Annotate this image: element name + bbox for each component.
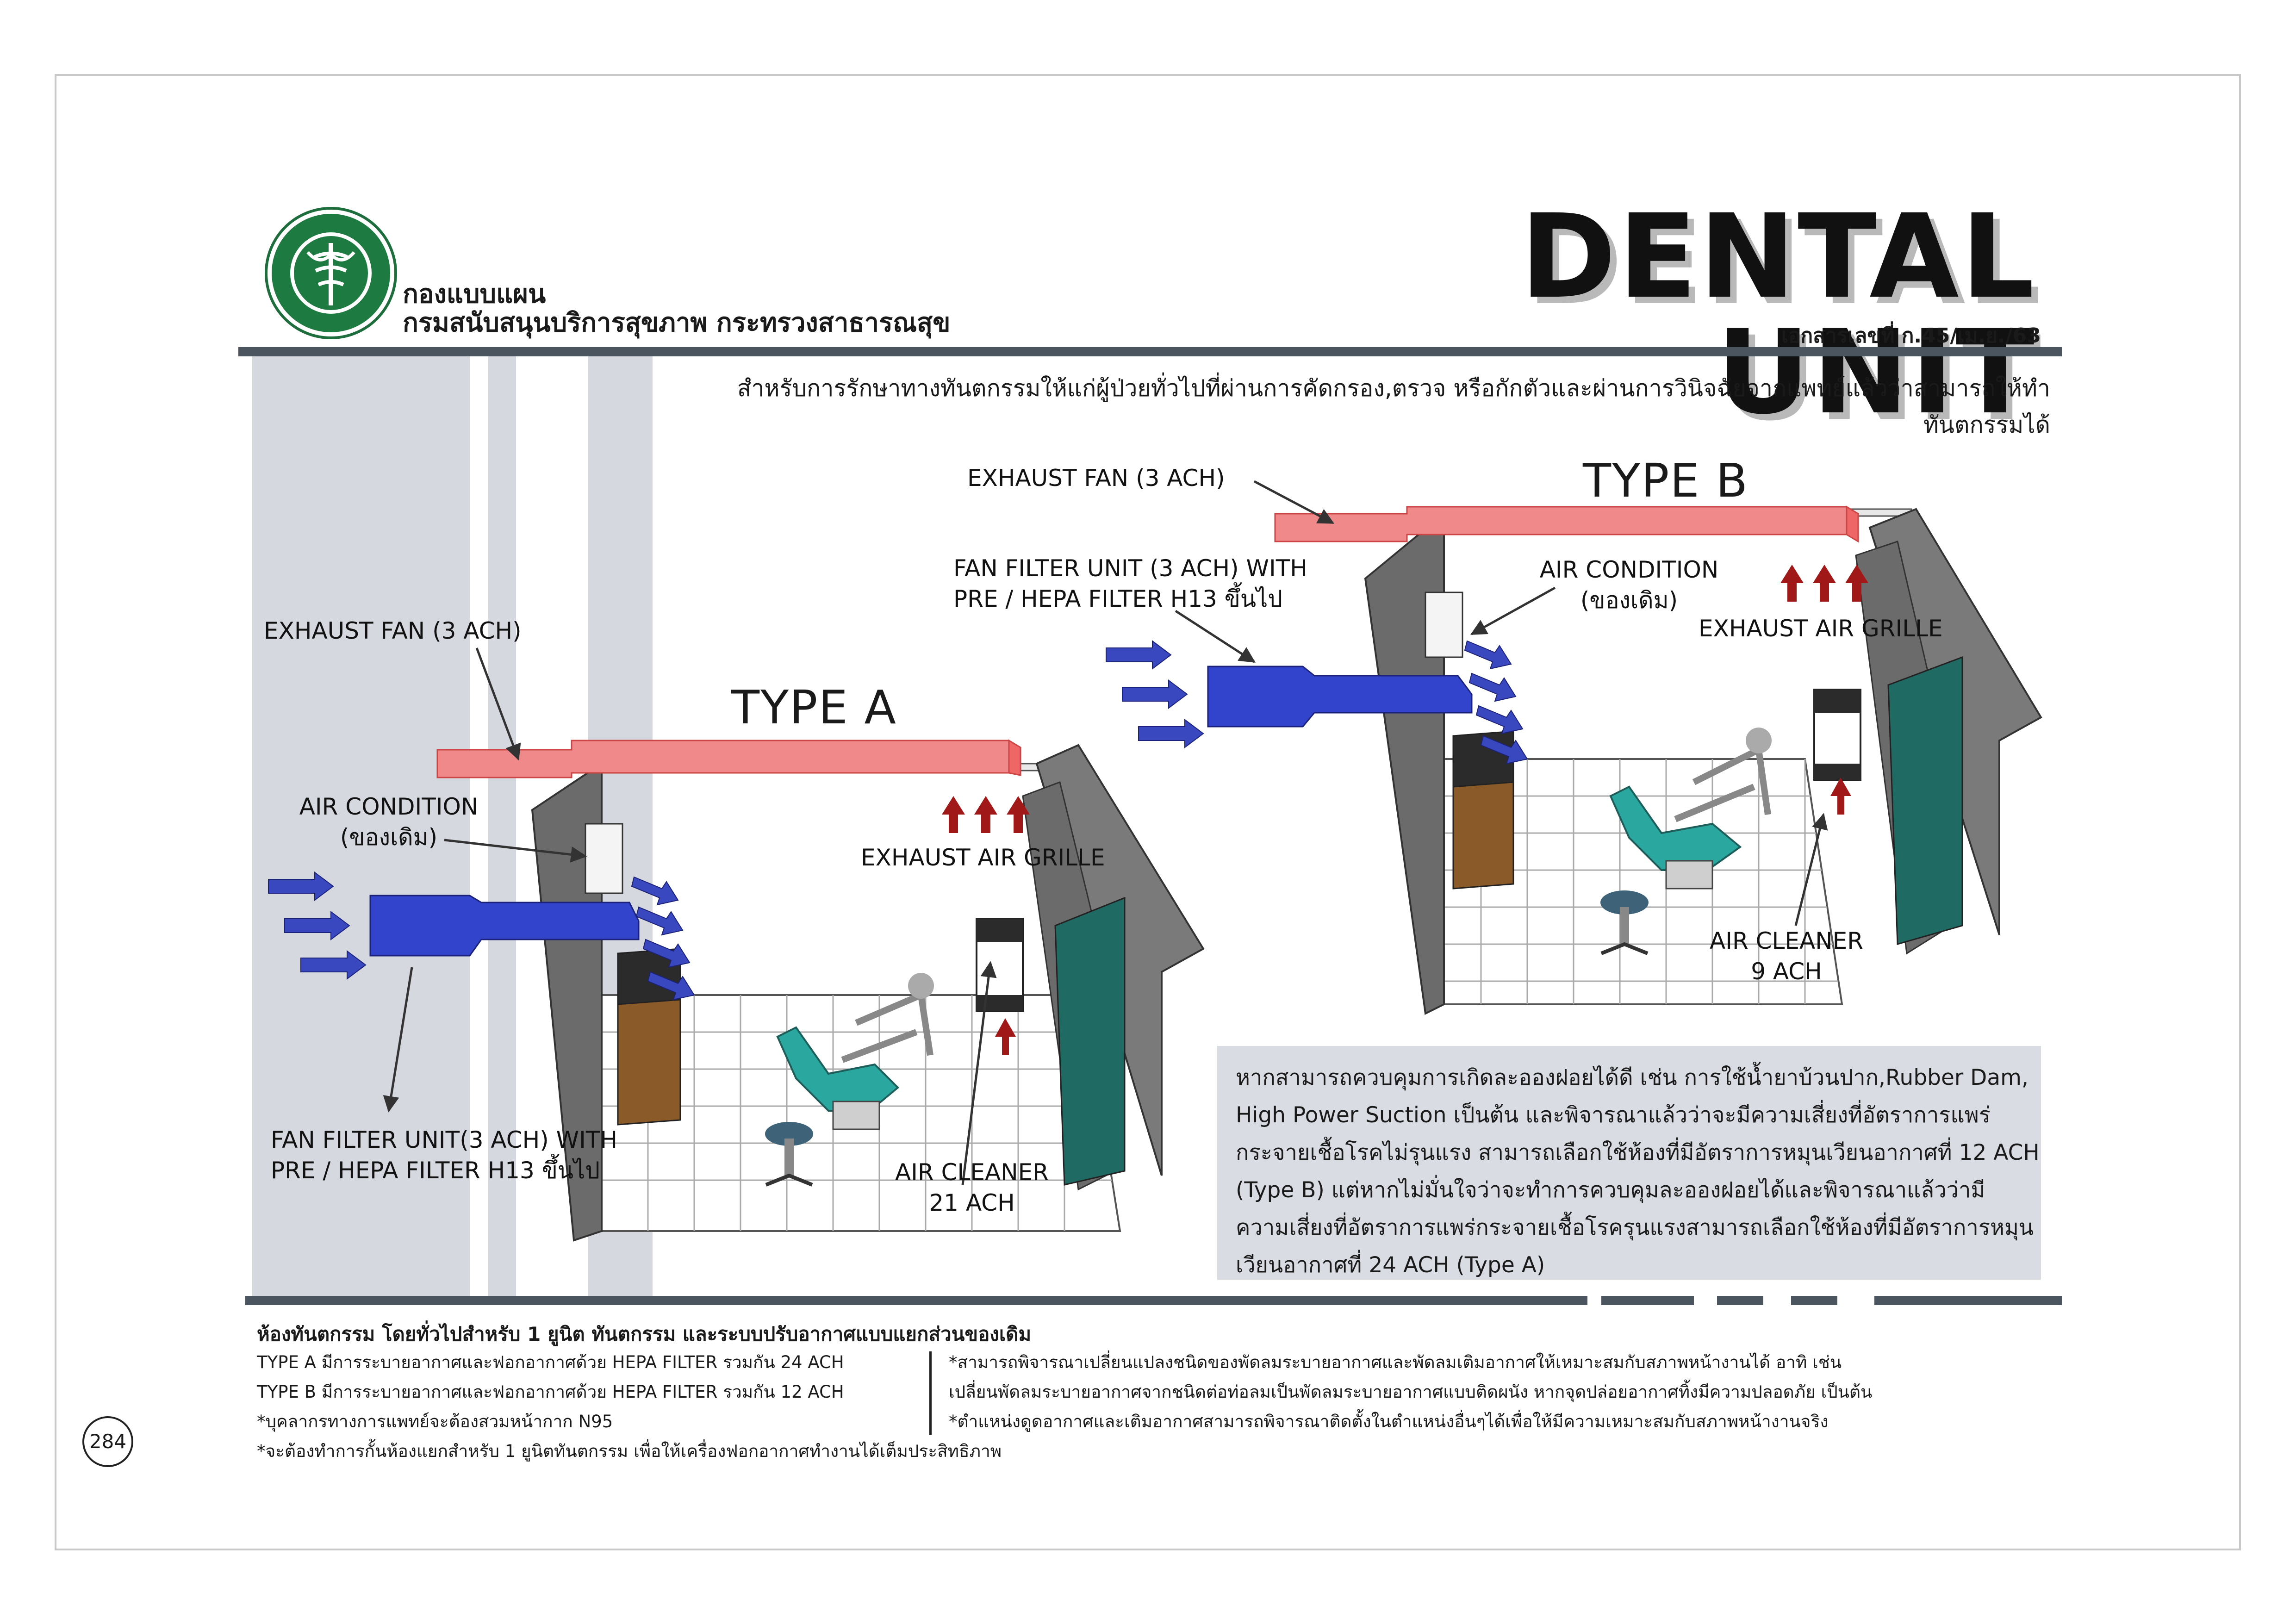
footer-note: *สามารถพิจารณาเปลี่ยนแปลงชนิดของพัดลมระบ…: [949, 1352, 1842, 1372]
footer-rule-segment: [1601, 1296, 1694, 1305]
type-b-exhaust-fan-label: EXHAUST FAN (3 ACH): [967, 465, 1225, 492]
type-a-room: [268, 647, 1205, 1242]
footer-note: TYPE B มีการระบายอากาศและฟอกอากาศด้วย HE…: [257, 1382, 844, 1402]
type-b-stool: [1600, 890, 1649, 955]
type-a-dental-chair: [776, 973, 934, 1130]
type-b-supply-duct: [1207, 666, 1473, 728]
footer-rule-segment: [1791, 1296, 1837, 1305]
type-a-air-cleaner-line1: AIR CLEANER: [895, 1159, 1049, 1186]
page-number: 284: [82, 1416, 133, 1467]
type-b-fan-filter-label: FAN FILTER UNIT (3 ACH) WITH PRE / HEPA …: [953, 553, 1307, 614]
type-b-left-wall: [1364, 511, 1445, 1015]
type-b-exhaust-grille-label: EXHAUST AIR GRILLE: [1699, 615, 1943, 642]
page-subtitle: สำหรับการรักษาทางทันตกรรมให้แก่ผู้ป่วยทั…: [737, 375, 2050, 438]
note-line: กระจายเชื้อโรคไม่รุนแรง สามารถเลือกใช้ห้…: [1236, 1140, 2040, 1165]
type-b-air-cleaner-line2: 9 ACH: [1751, 958, 1822, 985]
type-a-fan-filter-line2: PRE / HEPA FILTER H13 ขึ้นไป: [271, 1157, 600, 1184]
type-b-air-cleaner-label: AIR CLEANER 9 ACH: [1694, 926, 1879, 987]
type-b-room: [1106, 480, 2042, 1015]
footer-note: TYPE A มีการระบายอากาศและฟอกอากาศด้วย HE…: [257, 1352, 844, 1372]
footer-left-notes: TYPE A มีการระบายอากาศและฟอกอากาศด้วย HE…: [257, 1348, 1002, 1466]
type-b-exhaust-arrows: [1780, 565, 1868, 815]
type-b-air-condition-line1: AIR CONDITION: [1539, 556, 1719, 583]
type-a-left-wall: [531, 762, 603, 1242]
note-line: High Power Suction เป็นต้น และพิจารณาแล้…: [1236, 1102, 1991, 1128]
type-a-exhaust-fan-label: EXHAUST FAN (3 ACH): [264, 617, 522, 644]
type-a-fan-filter-label: FAN FILTER UNIT(3 ACH) WITH PRE / HEPA F…: [271, 1125, 617, 1186]
type-a-fan-filter-line1: FAN FILTER UNIT(3 ACH) WITH: [271, 1126, 617, 1153]
type-b-air-condition-unit: [1425, 591, 1463, 658]
type-a-cabinet: [617, 994, 681, 1126]
page-title: DENTAL UNIT: [1520, 189, 2036, 440]
footer-rule-segment: [1874, 1296, 2062, 1305]
org-name-line1: กองแบบแผน: [403, 279, 546, 309]
type-b-fan-filter-line1: FAN FILTER UNIT (3 ACH) WITH: [953, 555, 1307, 582]
type-b-door: [1887, 656, 1963, 945]
note-line: ความเสี่ยงที่อัตราการแพร่กระจายเชื้อโรคร…: [1236, 1215, 2034, 1240]
type-a-air-cleaner-line2: 21 ACH: [929, 1189, 1015, 1216]
type-b-dental-chair: [1609, 728, 1772, 890]
type-a-exhaust-arrows: [942, 796, 1030, 1055]
type-a-air-condition-line1: AIR CONDITION: [299, 793, 479, 820]
type-a-air-condition-line2: (ของเดิม): [340, 824, 438, 851]
type-b-title: TYPE B: [1583, 454, 1749, 508]
org-name-line2: กรมสนับสนุนบริการสุขภาพ กระทรวงสาธารณสุข: [403, 308, 951, 338]
type-b-fan-filter-line2: PRE / HEPA FILTER H13 ขึ้นไป: [953, 585, 1282, 612]
footer-note: *บุคลากรทางการแพทย์จะต้องสวมหน้ากาก N95: [257, 1412, 613, 1431]
page-frame: [55, 74, 2241, 1550]
background-column-2: [488, 356, 516, 1296]
footer-note: *ตำแหน่งดูดอากาศและเติมอากาศสามารถพิจารณ…: [949, 1412, 1829, 1431]
type-a-air-condition-label: AIR CONDITION (ของเดิม): [287, 791, 491, 852]
background-column-1: [252, 356, 470, 1296]
type-b-air-condition-label: AIR CONDITION (ของเดิม): [1527, 554, 1731, 616]
footer-note: *จะต้องทำการกั้นห้องแยกสำหรับ 1 ยูนิตทัน…: [257, 1441, 1002, 1461]
type-b-cabinet: [1452, 777, 1514, 890]
footer-divider: [929, 1351, 932, 1435]
document-number: เอกสารเลขที่ ก.45/เม.ย./63: [1781, 324, 2041, 348]
footer-right-notes: *สามารถพิจารณาเปลี่ยนแปลงชนิดของพัดลมระบ…: [949, 1348, 1872, 1437]
type-a-exhaust-duct: [436, 740, 1010, 778]
type-a-stool: [765, 1122, 813, 1187]
type-a-air-cleaner-label: AIR CLEANER 21 ACH: [870, 1157, 1074, 1218]
footer-rule-segment: [1717, 1296, 1763, 1305]
type-a-door: [1054, 896, 1126, 1186]
note-line: หากสามารถควบคุมการเกิดละอองฝอยได้ดี เช่น…: [1236, 1065, 2028, 1090]
type-a-air-condition-unit: [585, 823, 623, 894]
type-b-air-cleaner-line1: AIR CLEANER: [1710, 927, 1863, 954]
header-rule: [238, 347, 2062, 356]
footer-rule: [245, 1296, 1587, 1305]
type-a-supply-duct: [369, 895, 640, 957]
footer-heading: ห้องทันตกรรม โดยทั่วไปสำหรับ 1 ยูนิต ทัน…: [257, 1323, 1032, 1345]
note-box: หากสามารถควบคุมการเกิดละอองฝอยได้ดี เช่น…: [1217, 1046, 2041, 1280]
type-a-title: TYPE A: [731, 680, 897, 734]
note-line: (Type B) แต่หากไม่มั่นใจว่าจะทำการควบคุม…: [1236, 1177, 1985, 1203]
type-a-exhaust-grille-label: EXHAUST AIR GRILLE: [861, 844, 1105, 871]
footer-note: เปลี่ยนพัดลมระบายอากาศจากชนิดต่อท่อลมเป็…: [949, 1382, 1873, 1402]
type-b-supply-arrows: [1106, 640, 1528, 765]
ministry-logo: [265, 207, 397, 339]
type-b-air-condition-line2: (ของเดิม): [1580, 587, 1678, 614]
type-a-supply-arrows: [268, 871, 695, 1001]
type-b-exhaust-duct: [1274, 506, 1848, 542]
note-line: เวียนอากาศที่ 24 ACH (Type A): [1236, 1252, 1545, 1278]
